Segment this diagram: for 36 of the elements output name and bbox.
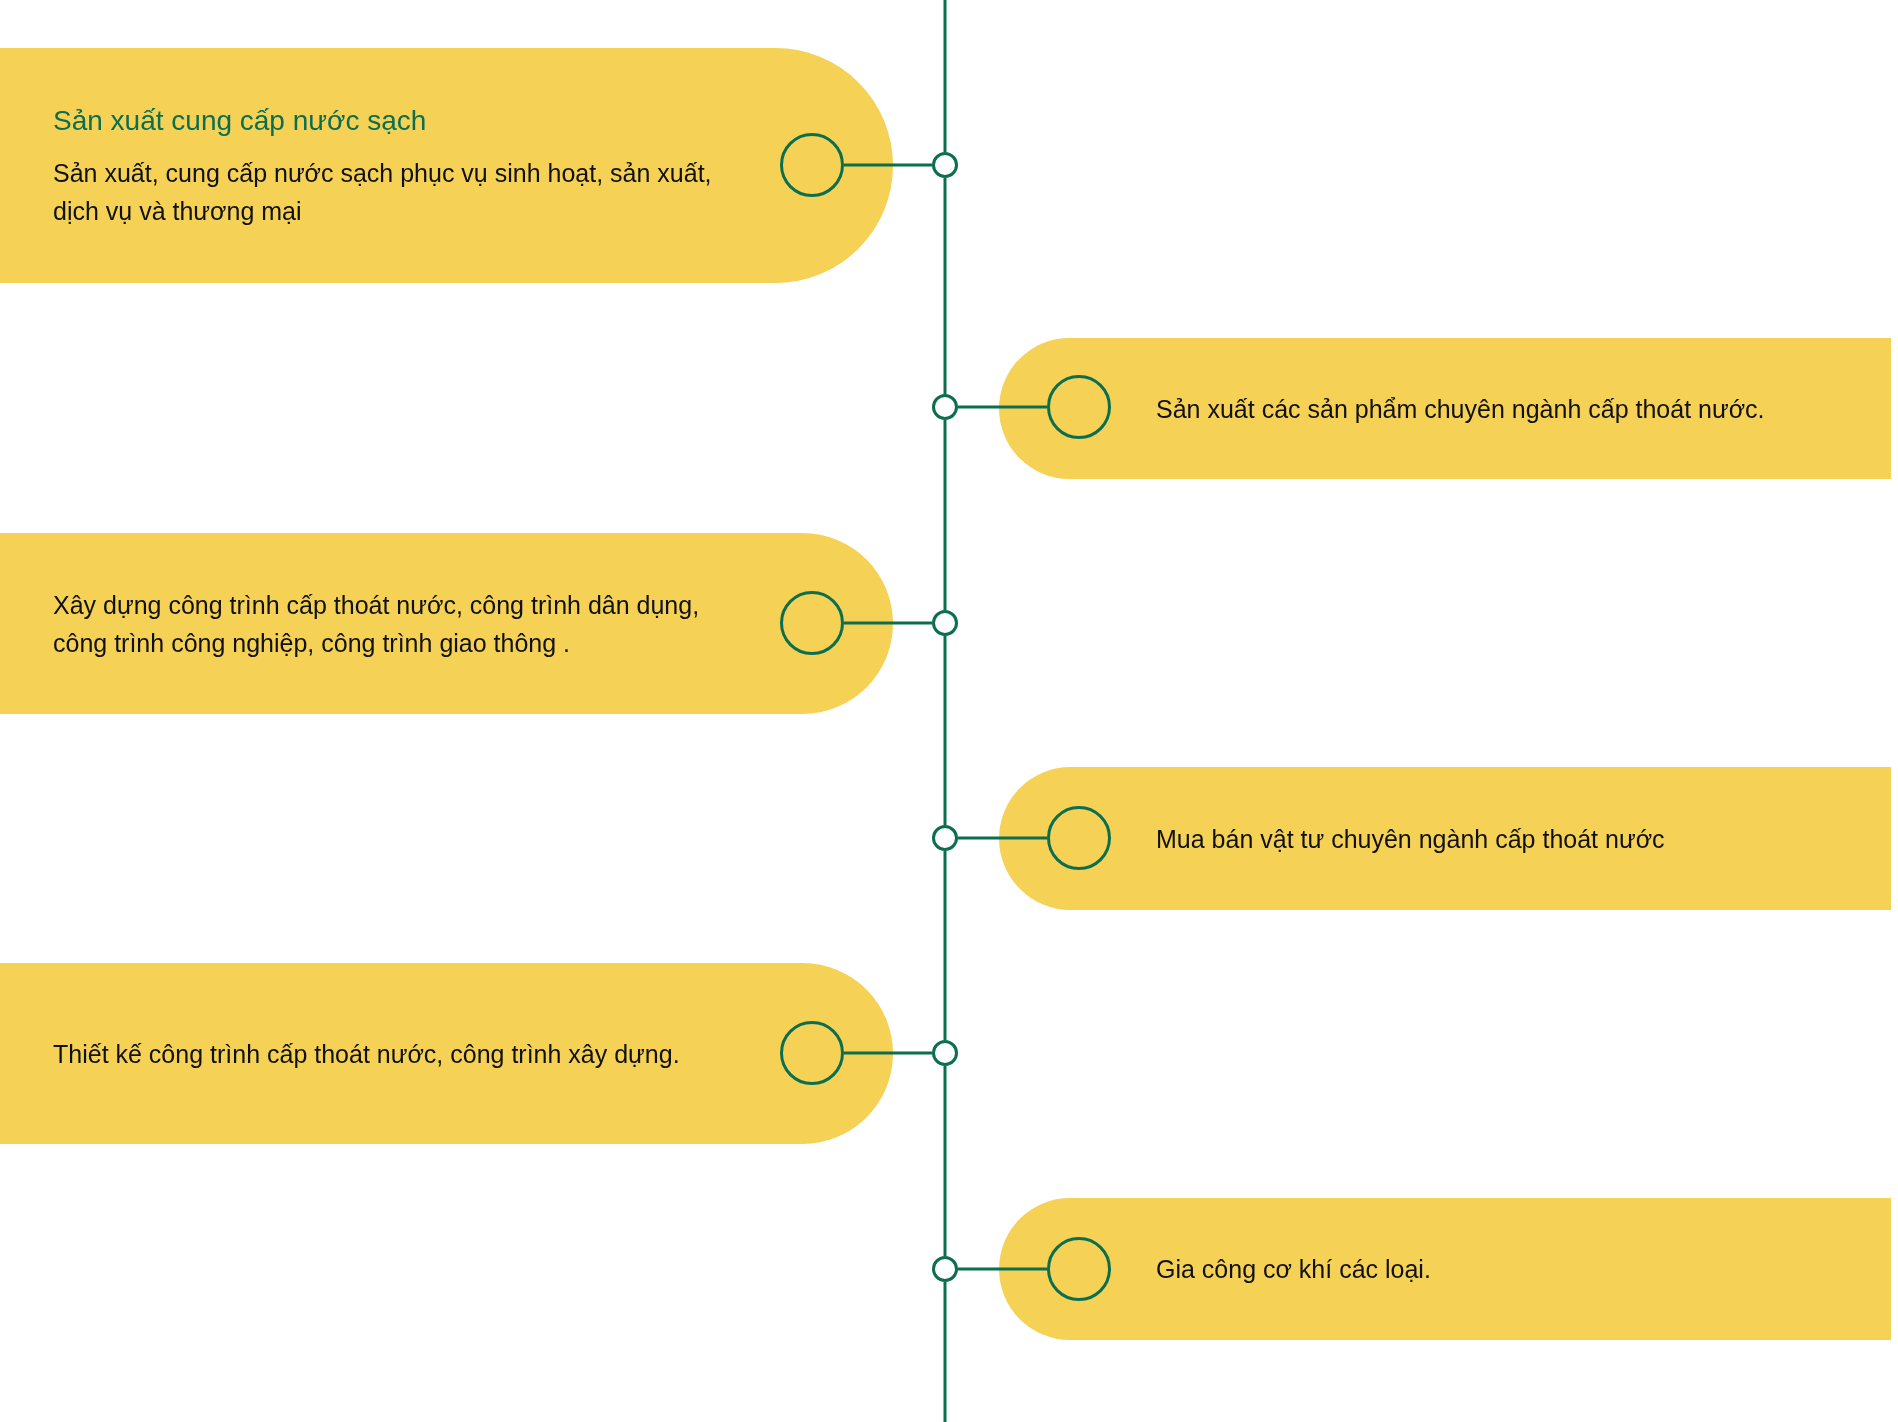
card-text: Mua bán vật tư chuyên ngành cấp thoát nước (1156, 823, 1666, 855)
connector-line (844, 163, 932, 167)
card-text: Xây dựng công trình cấp thoát nước, công trình dân dụng, công trình công nghiệp, công trình giao thông . (53, 589, 701, 659)
card-text: Sản xuất, cung cấp nước sạch phục vụ sinh hoạt, sản xuất, dịch vụ và thương mại (53, 157, 713, 227)
ring-marker (780, 591, 844, 655)
ring-marker (1047, 1237, 1111, 1301)
connector-line (844, 621, 932, 625)
connector-line (958, 836, 1047, 840)
timeline-axis (943, 178, 947, 394)
card-text: Gia công cơ khí các loại. (1156, 1254, 1432, 1285)
timeline-dot (932, 1256, 958, 1282)
timeline-dot (932, 152, 958, 178)
timeline-axis (943, 851, 947, 1040)
connector-line (958, 1267, 1047, 1271)
connector-line (958, 405, 1047, 409)
timeline-card (999, 338, 1891, 479)
timeline-card (0, 963, 893, 1144)
timeline-dot (932, 825, 958, 851)
card-title: Sản xuất cung cấp nước sạch (53, 103, 428, 138)
timeline-card (0, 533, 893, 714)
timeline-card (999, 767, 1891, 910)
timeline-card (0, 48, 893, 283)
timeline-dot (932, 394, 958, 420)
timeline-axis (943, 636, 947, 825)
ring-marker (1047, 806, 1111, 870)
timeline-card (999, 1198, 1891, 1340)
timeline-axis (943, 1066, 947, 1256)
connector-line (844, 1051, 932, 1055)
card-text: Thiết kế công trình cấp thoát nước, công trình xây dựng. (53, 1038, 681, 1070)
ring-marker (1047, 375, 1111, 439)
ring-marker (780, 1021, 844, 1085)
timeline-dot (932, 610, 958, 636)
timeline-dot (932, 1040, 958, 1066)
timeline-axis (943, 420, 947, 610)
card-text: Sản xuất các sản phẩm chuyên ngành cấp thoát nước. (1156, 393, 1766, 425)
ring-marker (780, 133, 844, 197)
